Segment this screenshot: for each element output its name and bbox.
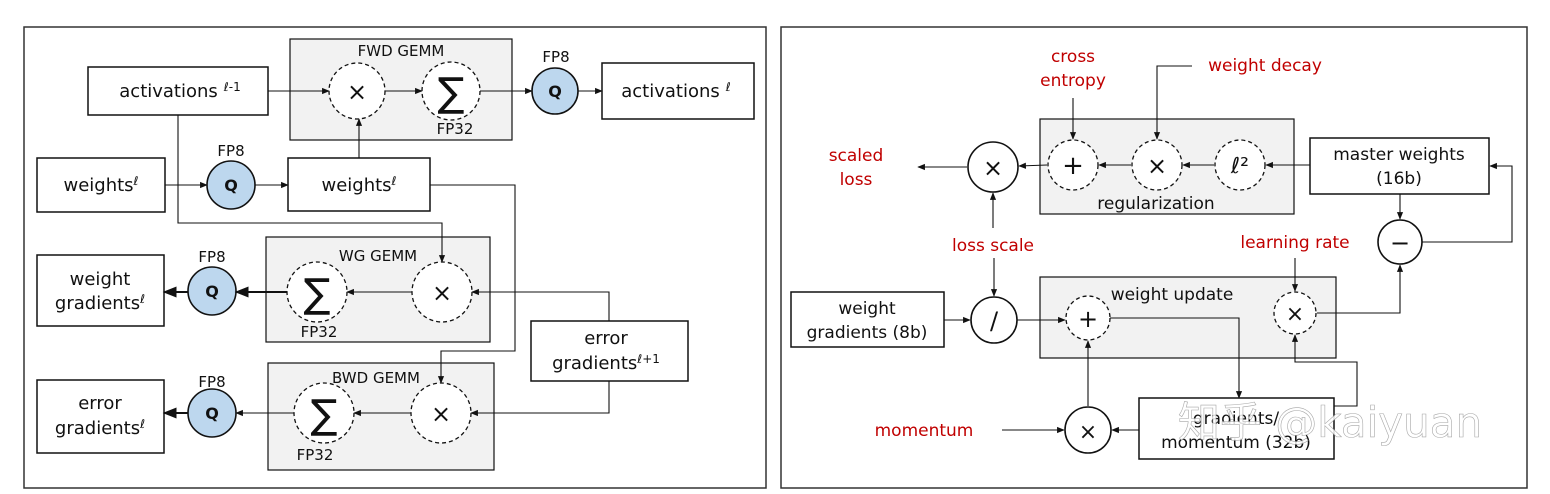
fwd-sum-symbol: ∑ xyxy=(438,70,465,116)
bwd-gemm-label: BWD GEMM xyxy=(332,369,420,387)
weight-decay-label: weight decay xyxy=(1208,56,1322,76)
wg-fp32-label: FP32 xyxy=(301,323,338,341)
weight-gradients-label-line1: weight xyxy=(70,269,131,290)
lr-multiply-symbol: × xyxy=(1286,302,1304,327)
error-gradients-in-label-line2: gradientsℓ+1 xyxy=(552,352,660,374)
fwd-fp32-label: FP32 xyxy=(437,120,474,138)
error-gradients-out-box xyxy=(36,379,165,454)
wg-sum-symbol: ∑ xyxy=(304,271,331,317)
weight-gradients-8b-label-line1: weight xyxy=(838,299,896,319)
watermark: 知乎 @kaiyuan xyxy=(1178,398,1482,447)
right-connectors xyxy=(917,65,1513,434)
regularization-label: regularization xyxy=(1097,194,1214,214)
lr-multiply-node xyxy=(1273,291,1317,335)
fp8-label-weight-gradients: FP8 xyxy=(198,248,225,266)
quantize-q-weight-gradients: Q xyxy=(205,282,219,301)
loss-multiply-node xyxy=(967,141,1019,193)
loss-scale-label: loss scale xyxy=(952,236,1034,256)
quantize-q-activations: Q xyxy=(548,82,562,101)
quantize-q-weights: Q xyxy=(224,176,238,195)
wd-multiply-symbol: × xyxy=(1147,152,1167,180)
error-gradients-out-label-line1: error xyxy=(78,393,122,414)
error-gradients-in-box xyxy=(530,320,689,382)
fwd-gemm-label: FWD GEMM xyxy=(358,42,445,60)
weight-update-label: weight update xyxy=(1111,285,1234,305)
wg-gemm-label: WG GEMM xyxy=(339,247,417,265)
l2-node xyxy=(1214,139,1266,191)
weight-gradients-box xyxy=(36,254,165,327)
master-minus-symbol: − xyxy=(1390,229,1410,257)
fp8-label-error-gradients: FP8 xyxy=(198,373,225,391)
learning-rate-label: learning rate xyxy=(1240,233,1349,253)
weights-label: weightsℓ xyxy=(63,174,138,196)
ce-plus-node xyxy=(1047,139,1099,191)
master-weights-label-line2: (16b) xyxy=(1376,169,1422,189)
l2-symbol: ℓ² xyxy=(1230,154,1249,179)
weight-gradients-label-line2: gradientsℓ xyxy=(55,292,145,314)
gradients-momentum-label-line1: gradients/ xyxy=(1193,409,1279,429)
quantize-q-error-gradients: Q xyxy=(205,404,219,423)
bwd-multiply-symbol: × xyxy=(431,400,451,428)
fp8-label-activations: FP8 xyxy=(542,48,569,66)
activations-prev-box xyxy=(87,66,269,116)
ce-plus-symbol: + xyxy=(1062,151,1084,181)
fwd-multiply-symbol: × xyxy=(347,78,367,106)
cross-entropy-label-line1: cross xyxy=(1051,47,1095,67)
gradients-momentum-label-line2: momentum (32b) xyxy=(1161,433,1311,453)
wg-multiply-symbol: × xyxy=(432,279,452,307)
momentum-multiply-node xyxy=(1064,406,1112,454)
wd-multiply-node xyxy=(1131,139,1183,191)
bwd-sum-symbol: ∑ xyxy=(311,392,338,438)
scaled-loss-label-line1: scaled xyxy=(829,146,884,166)
scaled-loss-label-line2: loss xyxy=(840,170,873,190)
momentum-label: momentum xyxy=(875,421,974,441)
gradients-momentum-box xyxy=(1138,397,1335,460)
left-panel-frame xyxy=(23,26,767,489)
left-connectors xyxy=(162,87,610,419)
cross-entropy-label-line2: entropy xyxy=(1040,71,1106,91)
master-weights-label-line1: master weights xyxy=(1333,145,1465,165)
master-weights-box xyxy=(1309,137,1490,195)
divide-symbol: / xyxy=(990,307,999,335)
activations-next-box xyxy=(601,62,755,120)
update-plus-symbol: + xyxy=(1078,305,1098,333)
fp8-label-weights: FP8 xyxy=(217,142,244,160)
weight-gradients-8b-label-line2: gradients (8b) xyxy=(807,323,928,343)
momentum-multiply-symbol: × xyxy=(1079,420,1097,445)
weights-quantized-label: weightsℓ xyxy=(321,174,396,196)
right-panel-frame xyxy=(780,26,1528,489)
loss-multiply-symbol: × xyxy=(983,154,1003,182)
bwd-fp32-label: FP32 xyxy=(297,446,334,464)
error-gradients-in-label-line1: error xyxy=(584,328,628,349)
weight-gradients-8b-box xyxy=(790,291,945,348)
error-gradients-out-label-line2: gradientsℓ xyxy=(55,417,145,439)
